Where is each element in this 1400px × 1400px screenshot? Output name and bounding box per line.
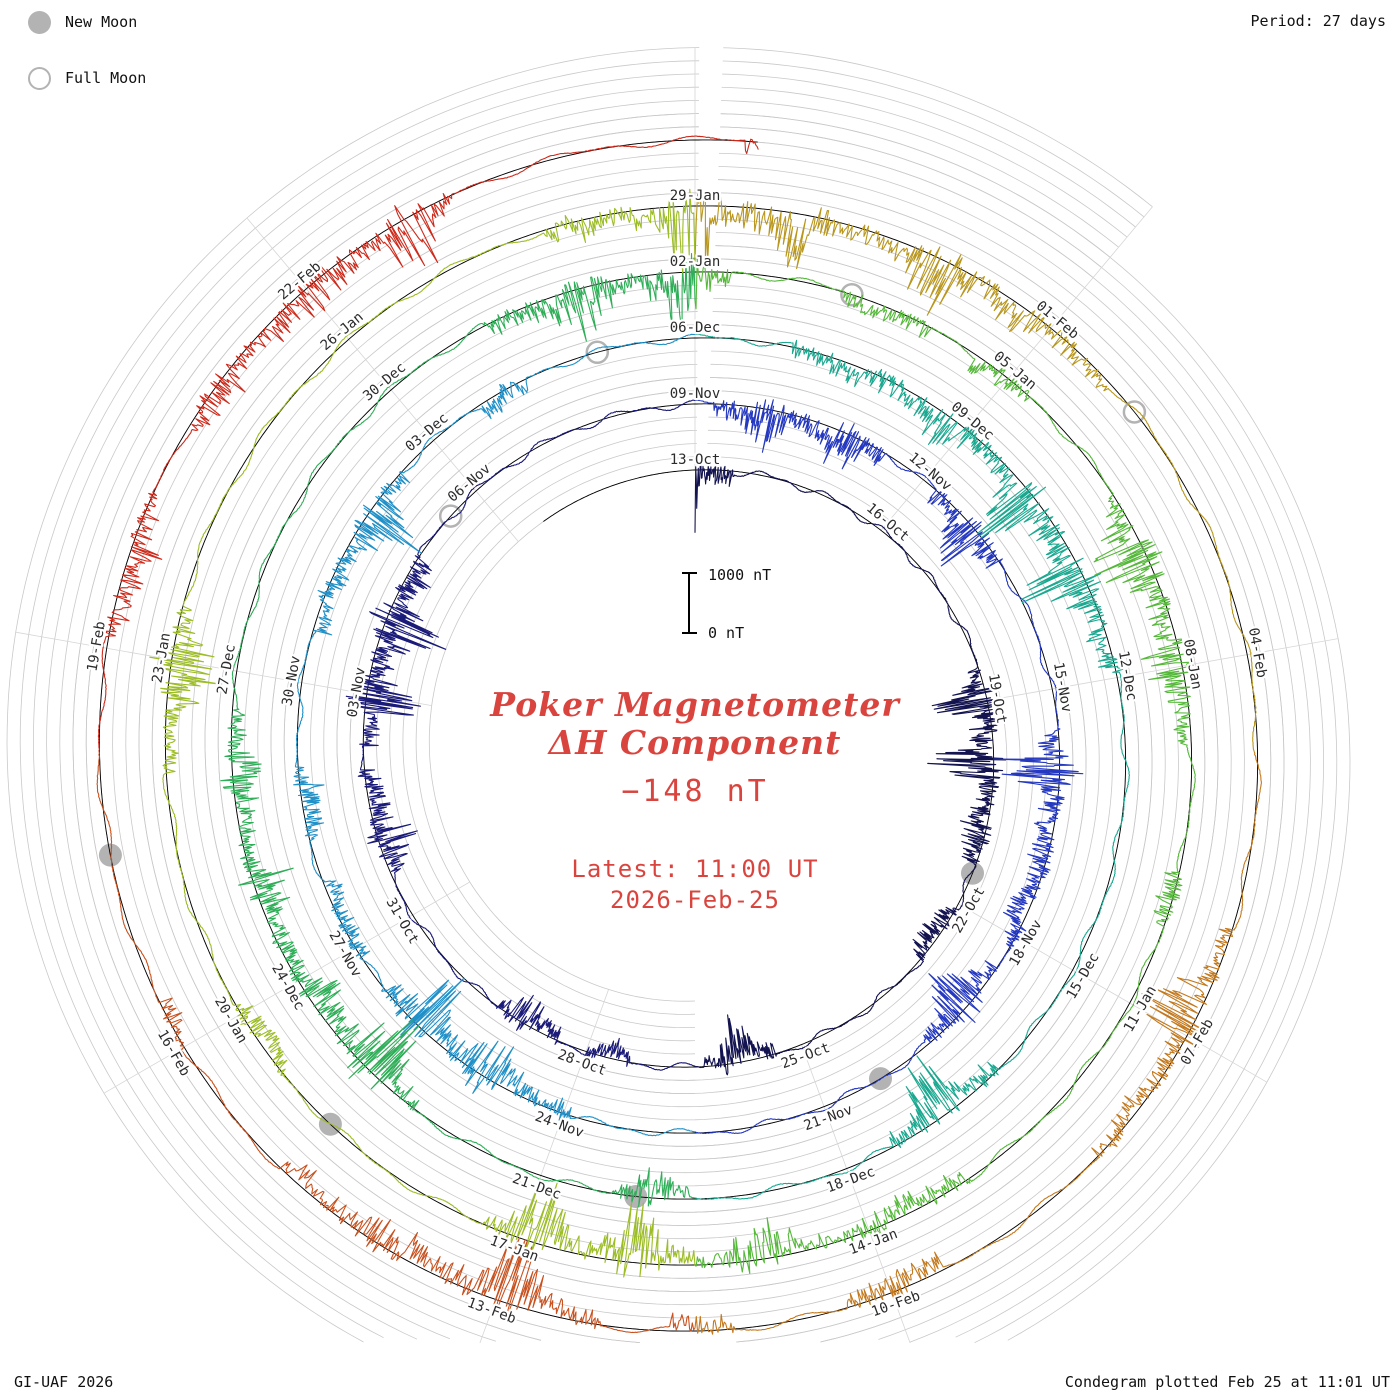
date-label: 02-Jan — [670, 254, 721, 270]
latest-time: Latest: 11:00 UT — [571, 855, 819, 883]
new-moon-label: New Moon — [65, 13, 138, 31]
grid-rings — [6, 47, 1351, 1344]
date-spoke — [987, 638, 1339, 701]
period-label: Period: 27 days — [1250, 12, 1386, 30]
moon-legend: New Moon Full Moon — [28, 8, 146, 120]
full-moon-label: Full Moon — [65, 69, 147, 87]
date-label: 13-Feb — [465, 1295, 518, 1327]
trace-segment — [149, 188, 696, 1278]
date-label: 24-Dec — [268, 961, 307, 1013]
trace-segment — [220, 253, 696, 1208]
trace-segment — [97, 135, 759, 753]
center-annotation: Poker Magnetometer ΔH Component −148 nT … — [380, 685, 1010, 915]
scale-bottom-label: 0 nT — [708, 624, 745, 642]
date-label: 13-Oct — [670, 452, 721, 468]
scale-bar-line — [688, 572, 690, 634]
date-label: 04-Feb — [1245, 627, 1270, 680]
trace-segment — [694, 457, 1007, 1076]
legend-new-moon: New Moon — [28, 8, 146, 36]
current-value: −148 nT — [621, 774, 769, 809]
trace-segment — [345, 399, 696, 1071]
date-spoke — [103, 881, 470, 1094]
date-label: 16-Feb — [154, 1027, 193, 1079]
chart-title-line2: ΔH Component — [548, 723, 842, 762]
trace-segment — [694, 399, 1084, 1135]
trace-segment — [694, 187, 1257, 753]
date-label: 15-Nov — [1050, 661, 1075, 714]
credit-label: GI-UAF 2026 — [14, 1373, 114, 1391]
scale-top-label: 1000 nT — [708, 566, 772, 584]
date-label: 09-Nov — [670, 386, 721, 402]
date-label: 19-Feb — [84, 620, 109, 673]
date-label: 06-Dec — [670, 320, 721, 336]
legend-full-moon: Full Moon — [28, 64, 146, 92]
scale-bar-top-cap — [682, 572, 697, 574]
date-label: 14-Jan — [847, 1226, 900, 1258]
date-label: 12-Dec — [1115, 649, 1140, 702]
magnetometer-trace — [96, 135, 1262, 1335]
date-spoke — [246, 217, 519, 542]
new-moon-icon — [28, 10, 51, 34]
trace-segment — [694, 751, 1262, 1335]
date-label: 27-Dec — [214, 643, 239, 696]
grid-ring-spiral — [59, 99, 1298, 1342]
chart-title-line1: Poker Magnetometer — [490, 685, 900, 724]
trace-segment — [293, 333, 696, 1137]
date-label: 03-Nov — [344, 666, 369, 719]
date-label: 21-Dec — [510, 1171, 563, 1203]
date-label: 24-Nov — [533, 1109, 586, 1141]
date-label: 23-Jan — [149, 632, 174, 685]
trace-segment — [694, 333, 1131, 1201]
date-label: 28-Oct — [555, 1047, 608, 1079]
date-spoke — [880, 206, 1153, 531]
date-label: 18-Dec — [824, 1164, 877, 1196]
date-label: 08-Jan — [1180, 638, 1205, 691]
grid-ring-spiral — [6, 47, 1351, 1343]
trace-segment — [96, 751, 696, 1334]
spiral-seam-gap — [696, 46, 724, 501]
date-label: 21-Nov — [802, 1102, 855, 1134]
scale-bar: 1000 nT 0 nT — [682, 566, 842, 642]
trace-segment — [694, 255, 1196, 1275]
plotted-label: Condegram plotted Feb 25 at 11:01 UT — [1064, 1373, 1390, 1391]
date-label: 25-Oct — [779, 1040, 832, 1072]
date-label: 29-Jan — [670, 188, 721, 204]
full-moon-icon — [28, 66, 51, 90]
scale-bar-bottom-cap — [682, 632, 697, 634]
date-label: 10-Feb — [869, 1288, 922, 1320]
date-label: 17-Jan — [488, 1233, 541, 1265]
latest-date: 2026-Feb-25 — [610, 886, 780, 914]
